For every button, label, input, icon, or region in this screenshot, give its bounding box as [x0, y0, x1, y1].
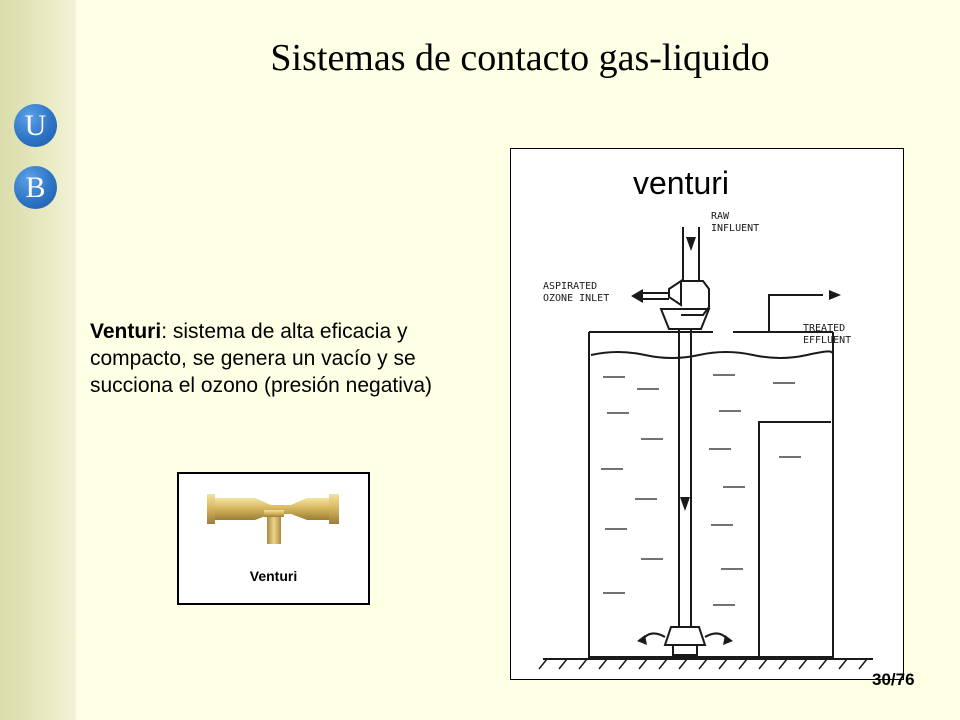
- venturi-contactor-diagram: RAW INFLUENT ASPIRATED OZONE INLET TREAT…: [538, 211, 873, 670]
- page-number: 30/76: [872, 670, 915, 689]
- diagram-label: venturi: [632, 165, 730, 201]
- logo-u-circle: U: [14, 104, 57, 147]
- term-venturi: Venturi: [90, 320, 162, 343]
- venturi-photo-caption: Venturi: [249, 568, 298, 584]
- label-treated-effluent-2: EFFLUENT: [803, 335, 851, 346]
- term-description: : sistema de alta eficacia y compacto, s…: [90, 320, 433, 397]
- label-ozone-inlet-1: ASPIRATED: [543, 281, 597, 292]
- venturi-photo-frame: Venturi: [177, 472, 370, 605]
- label-ozone-inlet-2: OZONE INLET: [543, 293, 609, 304]
- body-text: Venturi: sistema de alta eficacia y comp…: [90, 318, 490, 399]
- label-treated-effluent-1: TREATED: [803, 323, 845, 334]
- venturi-tube-illustration: [201, 494, 347, 550]
- label-raw-influent-2: INFLUENT: [711, 223, 759, 234]
- logo-b-circle: B: [14, 166, 57, 209]
- slide-title: Sistemas de contacto gas-liquido: [270, 37, 770, 79]
- venturi-diagram-panel: venturi: [510, 148, 904, 680]
- label-raw-influent-1: RAW: [711, 211, 730, 222]
